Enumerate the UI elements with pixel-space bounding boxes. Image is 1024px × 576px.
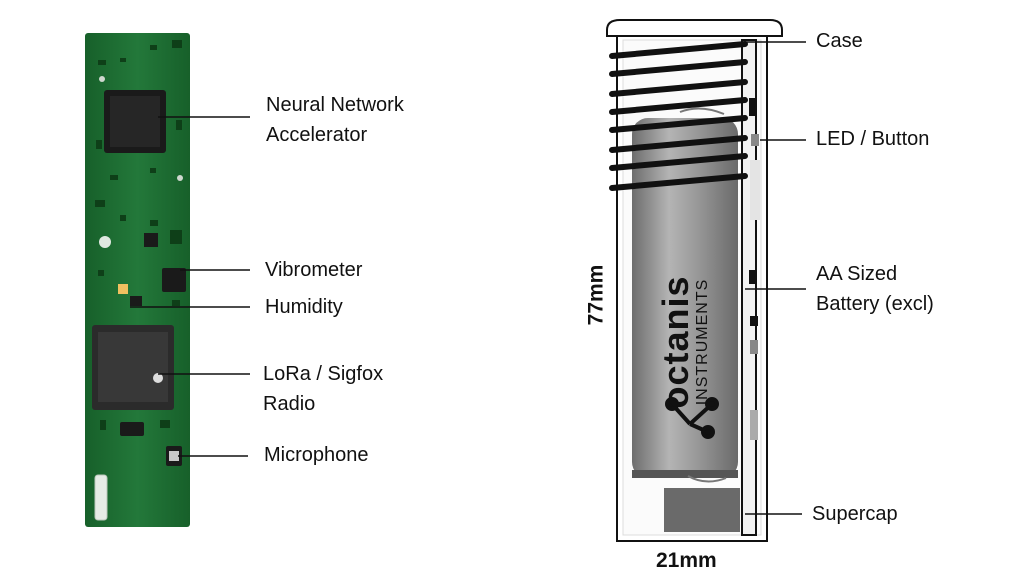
brand-sub: INSTRUMENTS [694,278,711,406]
octanis-logo-icon [665,397,719,439]
label-battery-line2: Battery (excl) [816,293,934,315]
label-lora-radio: LoRa / Sigfox Radio [263,359,383,419]
label-vibrometer: Vibrometer [265,259,363,281]
label-lora-line1: LoRa / Sigfox [263,363,384,385]
supercap [664,488,740,532]
label-battery-line1: AA Sized [816,263,898,285]
label-supercap: Supercap [812,503,898,525]
dimension-height: 77mm [584,264,608,326]
label-neural-line1: Neural Network [266,94,404,116]
label-case: Case [816,30,863,52]
dimension-width: 21mm [656,549,717,572]
coil [609,41,748,191]
label-humidity: Humidity [265,296,343,318]
brand-name: octanis [655,275,696,409]
label-led-button: LED / Button [816,128,930,150]
battery-brand: octanis INSTRUMENTS [655,252,718,432]
pcb-board [85,33,190,527]
label-neural-network: Neural Network Accelerator [266,90,404,150]
label-lora-line2: Radio [263,393,316,415]
label-neural-line2: Accelerator [266,124,368,146]
label-microphone: Microphone [264,444,369,466]
battery [632,107,738,483]
label-battery: AA Sized Battery (excl) [816,259,934,319]
